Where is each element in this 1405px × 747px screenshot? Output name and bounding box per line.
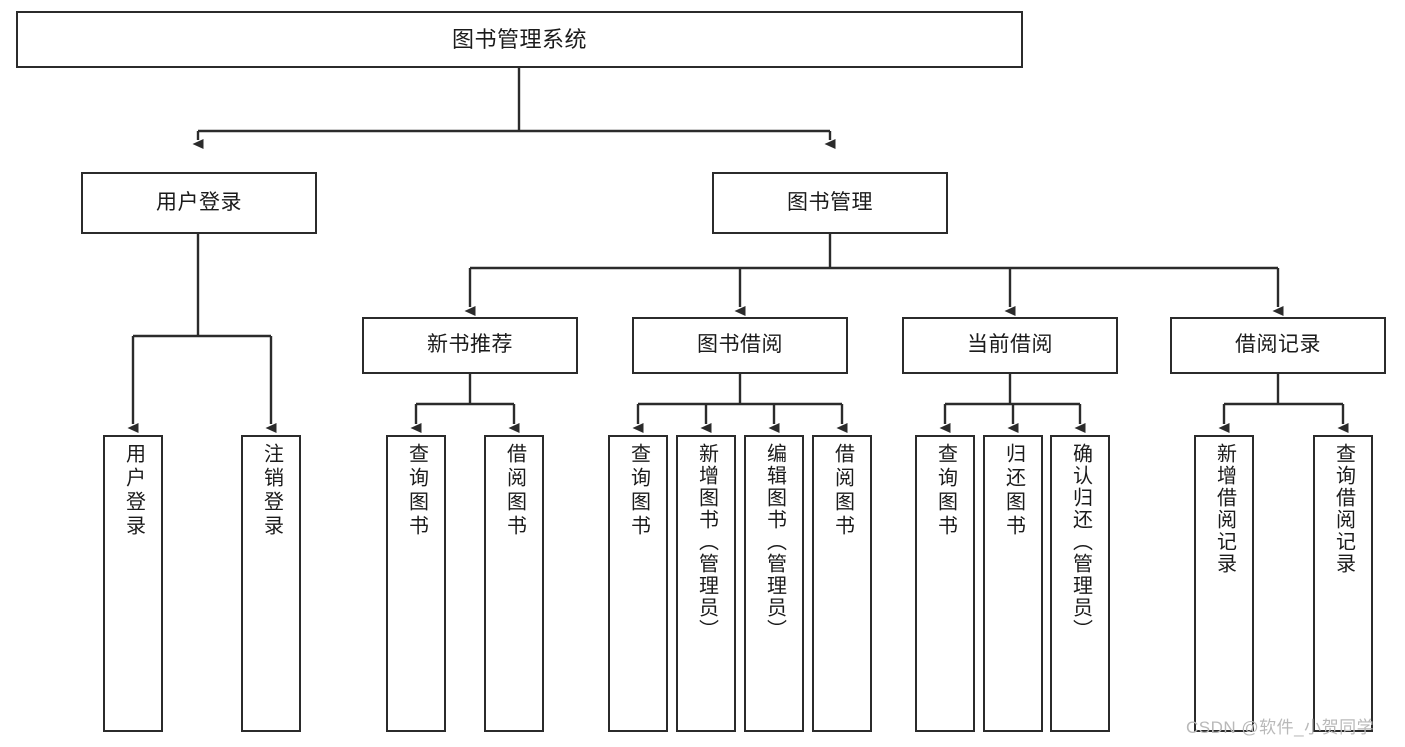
node-root-system[interactable]: 图书管理系统 (16, 11, 1023, 68)
leaf-current-confirm-return-admin[interactable]: 确认归还（管理员） (1050, 435, 1110, 732)
node-borrow-record[interactable]: 借阅记录 (1170, 317, 1386, 374)
leaf-current-return-book[interactable]: 归还图书 (983, 435, 1043, 732)
node-label: 注销登录 (260, 443, 283, 539)
node-label: 当前借阅 (967, 333, 1053, 357)
node-label: 借阅图书 (831, 443, 854, 539)
node-label: 用户登录 (122, 443, 145, 539)
leaf-borrow-query-book[interactable]: 查询图书 (608, 435, 668, 732)
leaf-borrow-edit-book-admin[interactable]: 编辑图书（管理员） (744, 435, 804, 732)
leaf-borrow-add-book-admin[interactable]: 新增图书（管理员） (676, 435, 736, 732)
node-label: 查询借阅记录 (1332, 443, 1355, 575)
node-label: 借阅图书 (503, 443, 526, 539)
node-book-borrow[interactable]: 图书借阅 (632, 317, 848, 374)
node-user-login[interactable]: 用户登录 (81, 172, 317, 234)
leaf-record-add-borrow-record[interactable]: 新增借阅记录 (1194, 435, 1254, 732)
node-label: 查询图书 (934, 443, 957, 539)
node-label: 新书推荐 (427, 333, 513, 357)
node-current-borrow[interactable]: 当前借阅 (902, 317, 1118, 374)
node-label: 编辑图书（管理员） (763, 443, 786, 641)
leaf-borrow-borrow-book[interactable]: 借阅图书 (812, 435, 872, 732)
node-label: 图书管理系统 (451, 26, 587, 52)
node-label: 图书管理 (787, 190, 873, 214)
node-book-management[interactable]: 图书管理 (712, 172, 948, 234)
leaf-current-query-book[interactable]: 查询图书 (915, 435, 975, 732)
leaf-user-login[interactable]: 用户登录 (103, 435, 163, 732)
node-label: 图书借阅 (697, 333, 783, 357)
leaf-logout[interactable]: 注销登录 (241, 435, 301, 732)
leaf-newbook-borrow-book[interactable]: 借阅图书 (484, 435, 544, 732)
leaf-record-query-borrow-record[interactable]: 查询借阅记录 (1313, 435, 1373, 732)
node-label: 确认归还（管理员） (1069, 443, 1092, 641)
csdn-watermark: CSDN @软件_小贺同学 (1186, 718, 1375, 737)
node-label: 新增图书（管理员） (695, 443, 718, 641)
node-label: 新增借阅记录 (1213, 443, 1236, 575)
node-label: 归还图书 (1002, 443, 1025, 539)
node-label: 查询图书 (405, 443, 428, 539)
node-label: 借阅记录 (1235, 333, 1321, 357)
node-label: 用户登录 (156, 190, 242, 214)
leaf-newbook-query-book[interactable]: 查询图书 (386, 435, 446, 732)
node-label: 查询图书 (627, 443, 650, 539)
node-new-book-recommend[interactable]: 新书推荐 (362, 317, 578, 374)
